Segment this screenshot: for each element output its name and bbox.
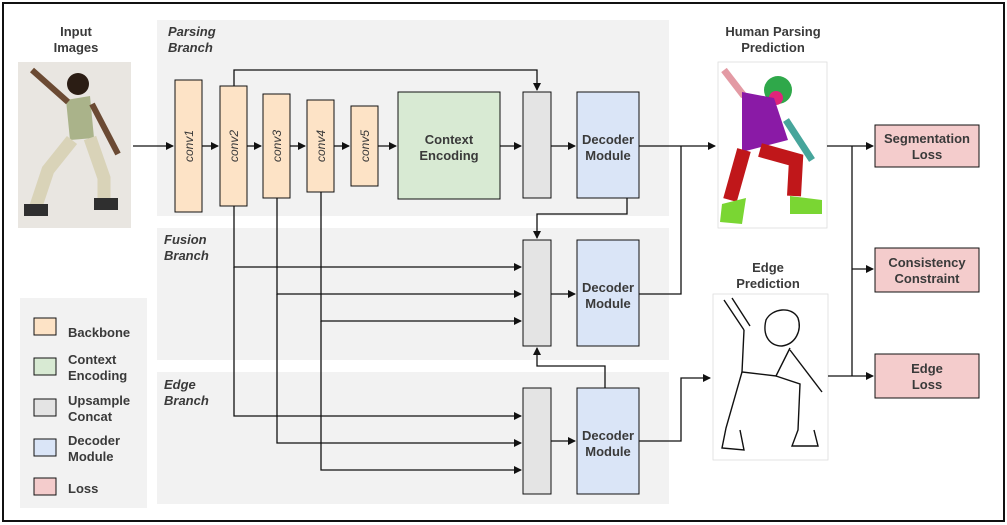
legend-label-upsample-line2: Concat <box>68 409 113 424</box>
edge-concat-box <box>522 387 552 495</box>
fusion-decoder-label-line2: Module <box>585 296 631 311</box>
edge-branch-label-line2: Branch <box>164 393 209 408</box>
fusion-concat-box <box>522 239 552 347</box>
edge-branch-label-line1: Edge <box>164 377 196 392</box>
legend-label-decoder-line2: Module <box>68 449 114 464</box>
conv5-label: conv5 <box>358 130 372 162</box>
conv2-label: conv2 <box>227 130 241 162</box>
conv1-label: conv1 <box>182 130 196 162</box>
segmentation-loss-box <box>874 124 980 168</box>
context-encoding-label-line2: Encoding <box>419 148 478 163</box>
legend-swatch-decoder <box>33 438 57 457</box>
fusion-decoder-box <box>576 239 640 347</box>
legend-label-upsample-line1: Upsample <box>68 393 130 408</box>
legend-label-loss: Loss <box>68 481 98 496</box>
input-images-label-line1: Input <box>60 24 92 39</box>
arrow-parsing-decoder-to-fusion <box>533 198 628 239</box>
context-encoding-label-line1: Context <box>425 132 474 147</box>
legend-swatch-backbone <box>33 317 57 336</box>
backbone: conv1 conv2 conv3 conv4 conv5 <box>174 79 379 213</box>
segmentation-loss-label-line2: Loss <box>912 147 942 162</box>
line-fusion-to-prediction <box>639 146 682 295</box>
edge-decoder-label-line1: Decoder <box>582 428 634 443</box>
consistency-constraint-label-line1: Consistency <box>888 255 966 270</box>
edge-decoder-box <box>576 387 640 495</box>
conv5-box <box>350 105 379 187</box>
human-parsing-label-line2: Prediction <box>741 40 805 55</box>
arrow-conv4-edge <box>320 321 522 474</box>
parsing-decoder-label-line1: Decoder <box>582 132 634 147</box>
legend-label-decoder-line1: Decoder <box>68 433 120 448</box>
edge-loss-box <box>874 353 980 399</box>
fusion-decoder-label-line1: Decoder <box>582 280 634 295</box>
parsing-branch-label-line1: Parsing <box>168 24 216 39</box>
fusion-branch-label-line2: Branch <box>164 248 209 263</box>
arrow-conv3-edge <box>276 294 522 447</box>
arrow-conv2-skip-parsing <box>233 69 541 91</box>
legend-swatch-loss <box>33 477 57 496</box>
parsing-decoder-label-line2: Module <box>585 148 631 163</box>
arrow-conv2-edge <box>233 267 522 420</box>
context-encoding-box <box>397 91 501 200</box>
human-parsing-label-line1: Human Parsing <box>725 24 820 39</box>
conv3-label: conv3 <box>270 130 284 162</box>
legend-label-backbone: Backbone <box>68 325 130 340</box>
edge-loss-label-line2: Loss <box>912 377 942 392</box>
legend-swatch-upsample <box>33 398 57 417</box>
edge-decoder-label-line2: Module <box>585 444 631 459</box>
legend-label-context-line1: Context <box>68 352 117 367</box>
connections <box>133 69 874 474</box>
edge-prediction-label-line1: Edge <box>752 260 784 275</box>
conv4-label: conv4 <box>314 130 328 162</box>
consistency-constraint-box <box>874 247 980 293</box>
legend-swatch-context <box>33 357 57 376</box>
input-image <box>18 62 131 228</box>
arrow-edge-decoder-to-fusion <box>533 347 606 388</box>
edge-prediction-image <box>712 293 829 461</box>
conv4-box <box>306 99 335 193</box>
parsing-branch-label-line2: Branch <box>168 40 213 55</box>
parsing-concat-box <box>522 91 552 199</box>
parsing-decoder-box <box>576 91 640 199</box>
arrow-edge-to-prediction <box>639 374 711 442</box>
fusion-branch-label-line1: Fusion <box>164 232 207 247</box>
input-images-label-line2: Images <box>54 40 99 55</box>
edge-loss-label-line1: Edge <box>911 361 943 376</box>
edge-prediction-label-line2: Prediction <box>736 276 800 291</box>
human-parsing-image <box>717 61 828 229</box>
consistency-constraint-label-line2: Constraint <box>895 271 961 286</box>
legend: Backbone Context Encoding Upsample Conca… <box>33 317 130 496</box>
segmentation-loss-label-line1: Segmentation <box>884 131 970 146</box>
legend-label-context-line2: Encoding <box>68 368 127 383</box>
